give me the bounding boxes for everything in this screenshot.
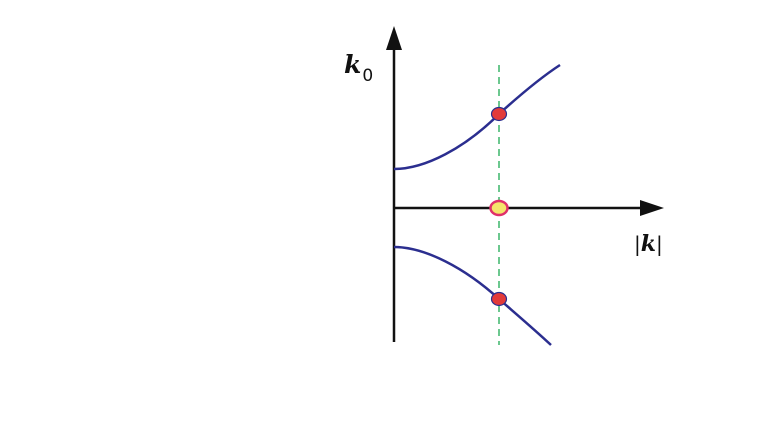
y-axis-label: k0 xyxy=(344,50,373,85)
origin-point-marker xyxy=(489,199,509,217)
x-axis-label-left-bar: | xyxy=(634,232,641,256)
upper-point-marker xyxy=(490,106,508,122)
lower-curve xyxy=(393,245,552,346)
y-axis-arrowhead xyxy=(386,26,402,50)
y-axis-label-subscript: 0 xyxy=(362,66,374,86)
lower-point-marker xyxy=(490,291,508,307)
x-axis-label-right-bar: | xyxy=(656,232,663,256)
x-axis-arrowhead xyxy=(640,200,664,216)
x-axis-label-symbol: k xyxy=(640,231,656,257)
x-axis-label: |k| xyxy=(634,233,663,256)
upper-curve xyxy=(393,63,561,171)
y-axis-label-symbol: k xyxy=(344,50,362,79)
